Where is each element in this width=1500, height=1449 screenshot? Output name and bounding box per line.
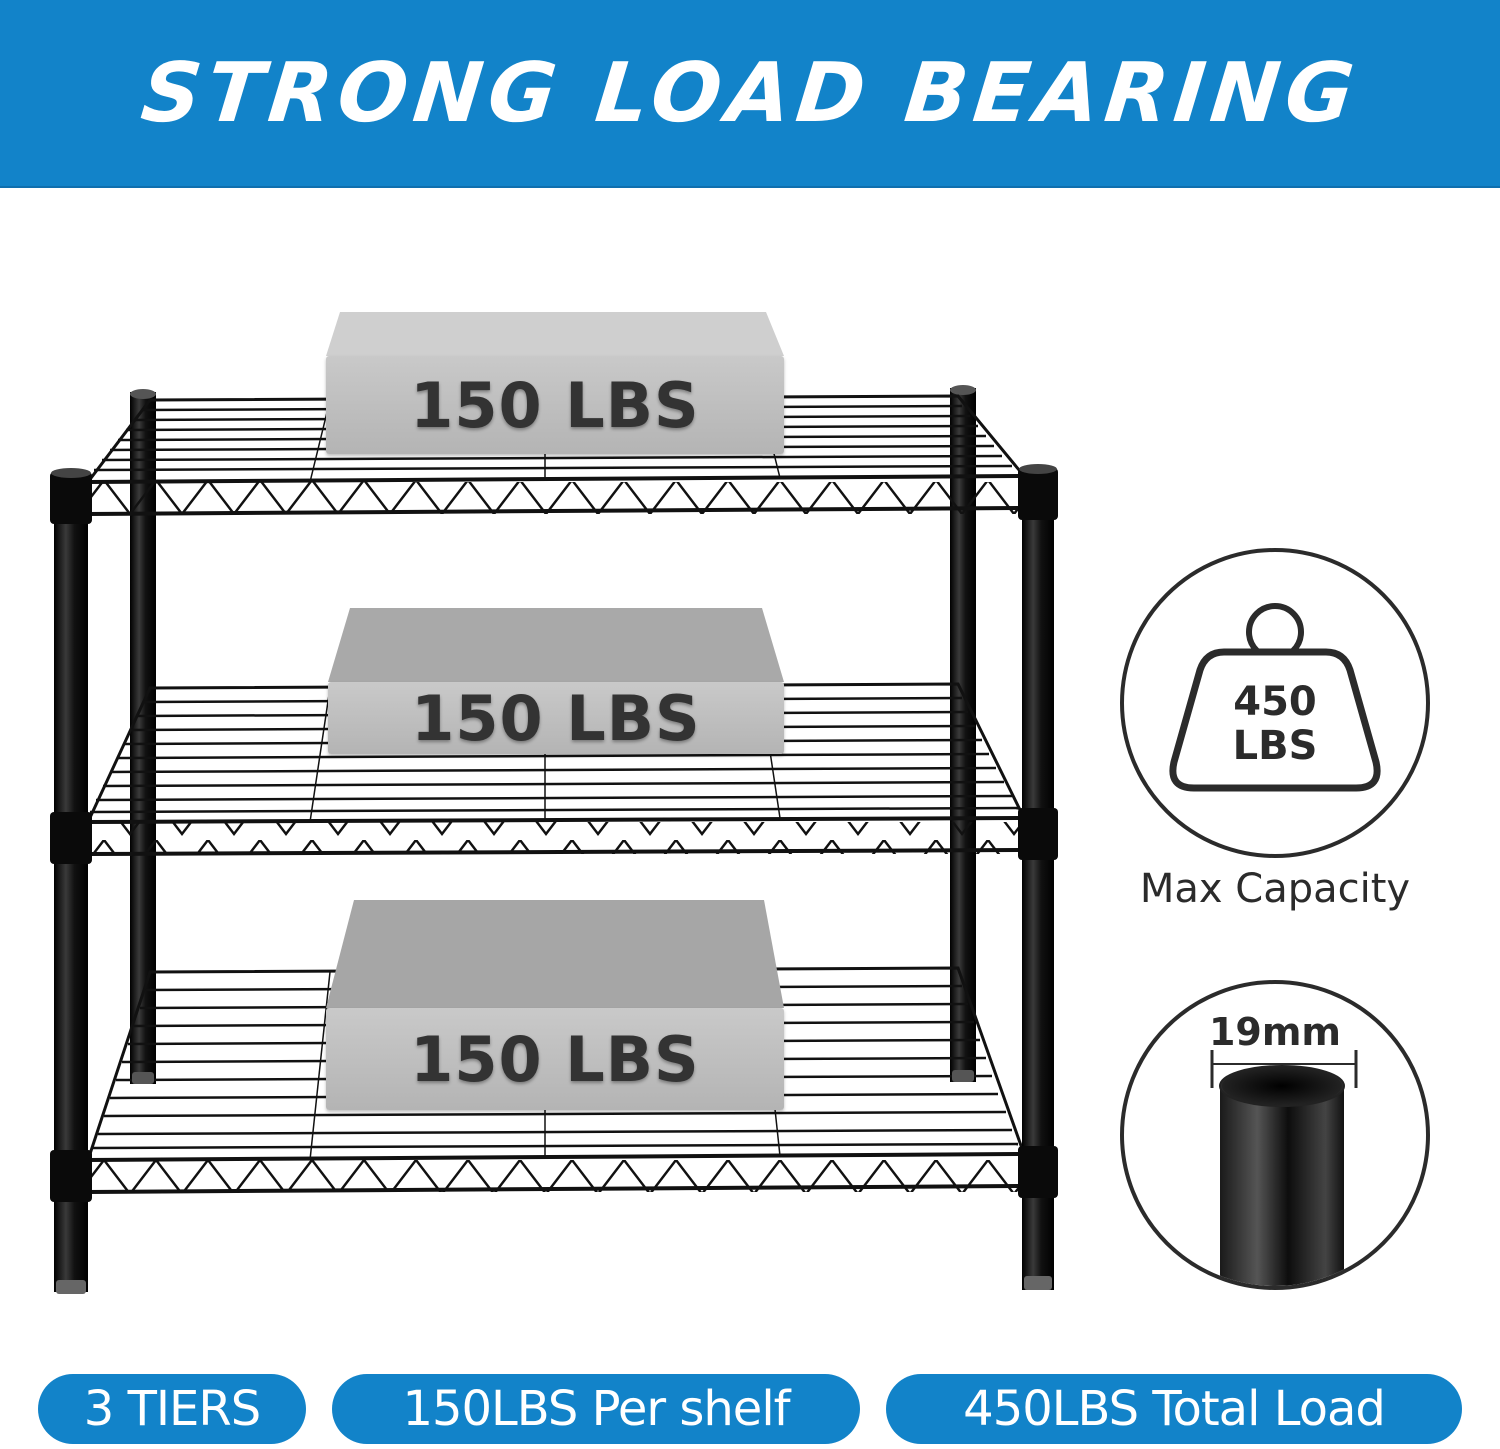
header-banner: STRONG LOAD BEARING [0, 0, 1500, 188]
box-weight-label: 150 LBS [410, 1022, 700, 1096]
box-weight-label: 150 LBS [410, 368, 700, 442]
tube-diameter-badge: 19mm [1120, 980, 1430, 1290]
load-box-top: 150 LBS [326, 312, 784, 454]
wire-shelf-rack: 150 LBS 150 LBS 150 LBS [0, 186, 1100, 1316]
banner-title: STRONG LOAD BEARING [136, 45, 1364, 141]
load-box-middle: 150 LBS [328, 608, 784, 755]
load-box-bottom: 150 LBS [326, 900, 784, 1110]
pill-per-shelf: 150LBS Per shelf [332, 1374, 860, 1444]
capacity-value: 450 [1233, 679, 1317, 725]
max-capacity-badge: 450 LBS [1120, 548, 1430, 858]
pill-tiers: 3 TIERS [38, 1374, 306, 1444]
box-weight-label: 150 LBS [411, 681, 701, 755]
tube-dimension-label: 19mm [1208, 1010, 1342, 1054]
capacity-caption: Max Capacity [1139, 866, 1411, 912]
weight-icon [1169, 603, 1381, 792]
rack-illustration [50, 385, 1058, 1294]
tube-diameter-icon [1210, 1050, 1358, 1286]
capacity-unit: LBS [1232, 723, 1318, 769]
pill-total-load: 450LBS Total Load [886, 1374, 1462, 1444]
